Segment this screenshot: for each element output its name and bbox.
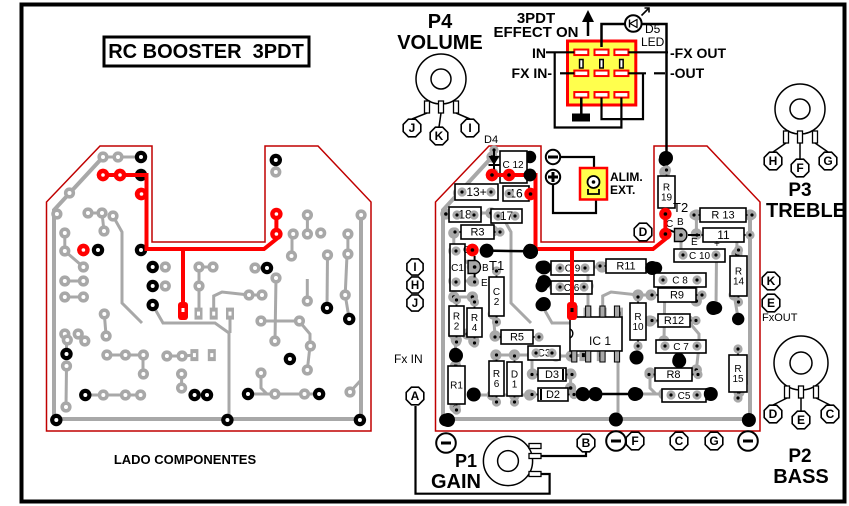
- svg-text:BASS: BASS: [773, 466, 829, 488]
- svg-text:R: R: [493, 369, 500, 380]
- svg-text:18: 18: [458, 208, 472, 222]
- svg-text:C: C: [493, 287, 500, 298]
- svg-text:E: E: [767, 296, 775, 310]
- svg-text:T1: T1: [489, 258, 504, 273]
- svg-text:P4: P4: [428, 11, 453, 33]
- svg-text:EFFECT ON: EFFECT ON: [494, 24, 579, 41]
- svg-text:J: J: [409, 121, 416, 135]
- svg-text:ALIM.: ALIM.: [610, 170, 643, 184]
- svg-text:C: C: [826, 407, 835, 421]
- svg-text:B: B: [582, 436, 591, 450]
- svg-text:TREBLE: TREBLE: [766, 200, 846, 222]
- svg-text:P2: P2: [788, 446, 811, 467]
- svg-text:D: D: [639, 225, 648, 239]
- svg-text:R: R: [471, 313, 478, 324]
- svg-text:E: E: [691, 237, 698, 248]
- svg-text:2: 2: [494, 297, 500, 308]
- svg-text:LADO COMPONENTES: LADO COMPONENTES: [114, 452, 257, 467]
- svg-text:1: 1: [512, 379, 518, 390]
- svg-text:LED: LED: [641, 35, 665, 49]
- svg-text:I: I: [468, 121, 471, 135]
- svg-text:EXT.: EXT.: [610, 183, 635, 197]
- svg-text:R 13: R 13: [711, 210, 734, 222]
- svg-text:D: D: [511, 369, 518, 380]
- svg-text:IN: IN: [532, 45, 546, 61]
- svg-text:4: 4: [472, 323, 478, 334]
- svg-text:FxOUT: FxOUT: [762, 312, 798, 324]
- svg-text:P1: P1: [455, 451, 477, 471]
- svg-text:13+: 13+: [466, 185, 486, 199]
- svg-text:VOLUME: VOLUME: [397, 32, 483, 54]
- svg-text:Fx IN: Fx IN: [394, 352, 423, 366]
- svg-text:D: D: [769, 407, 778, 421]
- svg-text:R5: R5: [510, 332, 524, 344]
- svg-text:2: 2: [454, 321, 460, 332]
- svg-text:F: F: [631, 434, 638, 448]
- svg-text:E: E: [797, 413, 805, 427]
- svg-text:3PDT: 3PDT: [517, 10, 555, 27]
- svg-text:C5: C5: [678, 391, 691, 402]
- svg-text:17: 17: [500, 209, 514, 223]
- svg-text:K: K: [767, 274, 776, 288]
- svg-text:FX IN-: FX IN-: [512, 65, 553, 81]
- svg-text:+: +: [714, 239, 720, 250]
- svg-text:P3: P3: [788, 180, 811, 201]
- svg-text:C 7: C 7: [673, 342, 689, 353]
- svg-text:GAIN: GAIN: [431, 471, 481, 493]
- svg-text:R1: R1: [450, 380, 463, 391]
- svg-text:F: F: [796, 161, 803, 175]
- svg-text:-FX OUT: -FX OUT: [670, 45, 726, 61]
- svg-text:B: B: [677, 217, 684, 228]
- svg-text:R3: R3: [470, 227, 484, 239]
- svg-text:-OUT: -OUT: [670, 65, 705, 81]
- svg-text:C: C: [666, 219, 673, 230]
- svg-text:D3: D3: [545, 369, 559, 381]
- svg-text:D4: D4: [484, 134, 498, 146]
- svg-text:T2: T2: [673, 200, 688, 215]
- svg-text:C 10: C 10: [689, 251, 711, 262]
- svg-text:R: R: [735, 266, 742, 277]
- svg-text:I: I: [413, 262, 416, 274]
- svg-text:15: 15: [732, 374, 744, 385]
- svg-text:11: 11: [717, 228, 730, 242]
- svg-text:C 8: C 8: [672, 275, 688, 286]
- svg-text:H: H: [411, 280, 419, 292]
- svg-text:R11: R11: [616, 261, 635, 273]
- svg-text:D2: D2: [546, 389, 560, 401]
- svg-text:H: H: [769, 154, 778, 168]
- svg-text:16: 16: [509, 187, 523, 201]
- svg-text:C1: C1: [451, 263, 464, 274]
- svg-text:R: R: [734, 364, 741, 375]
- svg-text:K: K: [435, 129, 444, 143]
- svg-text:IC 1: IC 1: [589, 334, 611, 348]
- svg-text:E: E: [481, 278, 488, 289]
- svg-text:J: J: [412, 298, 418, 310]
- svg-text:14: 14: [733, 276, 745, 287]
- svg-text:R: R: [634, 312, 641, 323]
- svg-text:G: G: [823, 154, 832, 168]
- svg-text:A: A: [411, 389, 420, 403]
- svg-text:19: 19: [661, 192, 673, 203]
- svg-text:R9: R9: [670, 290, 684, 302]
- svg-text:C3: C3: [537, 348, 551, 360]
- svg-text:C 12: C 12: [502, 160, 524, 171]
- svg-text:R: R: [453, 311, 460, 322]
- svg-text:B: B: [482, 263, 489, 274]
- svg-text:RC BOOSTER 3PDT: RC BOOSTER 3PDT: [108, 41, 304, 63]
- svg-text:D5: D5: [645, 22, 661, 36]
- svg-text:10: 10: [632, 322, 644, 333]
- svg-text:C: C: [675, 434, 684, 448]
- svg-text:6: 6: [494, 379, 500, 390]
- svg-text:R: R: [663, 182, 670, 193]
- svg-text:G: G: [709, 434, 718, 448]
- svg-text:R12: R12: [664, 315, 684, 327]
- svg-text:R8: R8: [666, 369, 680, 381]
